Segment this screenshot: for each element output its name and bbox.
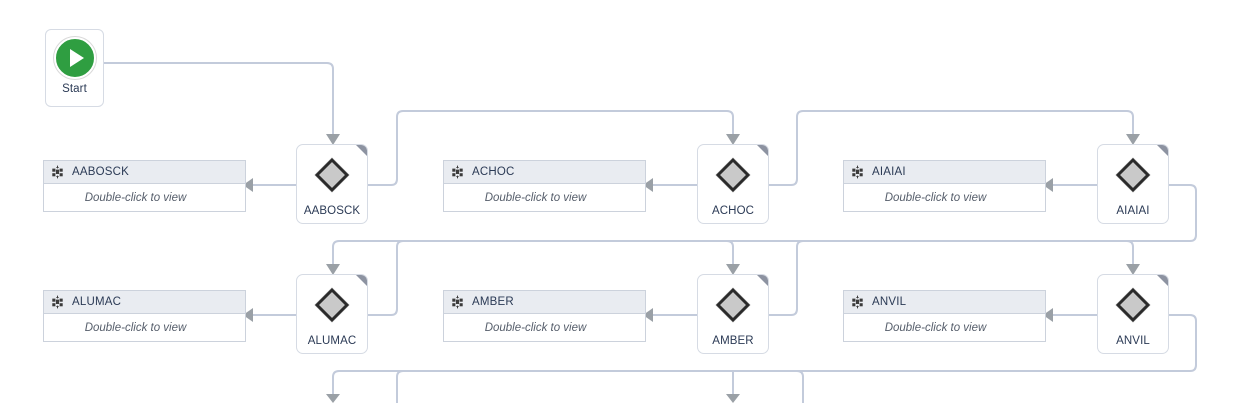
info-card-anvil[interactable]: ANVIL Double-click to view bbox=[843, 290, 1046, 342]
info-card-title: AIAIAI bbox=[872, 166, 906, 178]
node-move-icon bbox=[52, 295, 63, 309]
node-move-icon bbox=[52, 165, 63, 179]
diamond-icon bbox=[1115, 287, 1151, 323]
info-card-body[interactable]: Double-click to view bbox=[44, 314, 245, 341]
info-card-header: ACHOC bbox=[444, 161, 645, 184]
edge-bottom-amber-column bbox=[796, 370, 804, 403]
info-card-aiaiai[interactable]: AIAIAI Double-click to view bbox=[843, 160, 1046, 212]
info-card-placeholder: Double-click to view bbox=[84, 321, 187, 334]
diamond-icon bbox=[715, 157, 751, 193]
decision-node-label: ALUMAC bbox=[307, 335, 357, 347]
info-card-header: AIAIAI bbox=[844, 161, 1045, 184]
info-card-header: AMBER bbox=[444, 291, 645, 314]
decision-node-amber[interactable]: AMBER bbox=[697, 274, 769, 354]
diamond-icon bbox=[715, 287, 751, 323]
corner-marker-icon bbox=[757, 275, 768, 286]
play-triangle bbox=[69, 49, 84, 67]
node-move-icon bbox=[452, 165, 463, 179]
decision-node-alumac[interactable]: ALUMAC bbox=[296, 274, 368, 354]
info-card-title: ACHOC bbox=[472, 166, 515, 178]
info-card-aabosck[interactable]: AABOSCK Double-click to view bbox=[43, 160, 246, 212]
decision-node-aiaiai[interactable]: AIAIAI bbox=[1097, 144, 1169, 224]
info-card-body[interactable]: Double-click to view bbox=[444, 314, 645, 341]
decision-node-achoc[interactable]: ACHOC bbox=[697, 144, 769, 224]
decision-node-anvil[interactable]: ANVIL bbox=[1097, 274, 1169, 354]
info-card-body[interactable]: Double-click to view bbox=[444, 184, 645, 211]
play-icon bbox=[53, 37, 96, 79]
corner-marker-icon bbox=[757, 145, 768, 156]
arrow-bottom-amber bbox=[726, 394, 740, 403]
corner-marker-icon bbox=[1157, 275, 1168, 286]
start-node-label: Start bbox=[62, 83, 87, 95]
info-card-alumac[interactable]: ALUMAC Double-click to view bbox=[43, 290, 246, 342]
info-card-placeholder: Double-click to view bbox=[884, 191, 987, 204]
info-card-achoc[interactable]: ACHOC Double-click to view bbox=[443, 160, 646, 212]
decision-node-label: ANVIL bbox=[1116, 335, 1150, 347]
corner-marker-icon bbox=[1157, 145, 1168, 156]
decision-node-label: AIAIAI bbox=[1116, 205, 1150, 217]
node-move-icon bbox=[852, 165, 863, 179]
decision-node-label: AABOSCK bbox=[303, 205, 361, 217]
corner-marker-icon bbox=[356, 275, 367, 286]
diamond-icon bbox=[314, 157, 350, 193]
info-card-placeholder: Double-click to view bbox=[884, 321, 987, 334]
info-card-title: ALUMAC bbox=[72, 296, 122, 308]
start-node[interactable]: Start bbox=[45, 29, 104, 107]
decision-node-aabosck[interactable]: AABOSCK bbox=[296, 144, 368, 224]
diamond-icon bbox=[314, 287, 350, 323]
info-card-body[interactable]: Double-click to view bbox=[844, 314, 1045, 341]
node-move-icon bbox=[452, 295, 463, 309]
info-card-title: AABOSCK bbox=[72, 166, 130, 178]
info-card-title: ANVIL bbox=[872, 296, 907, 308]
info-card-header: ANVIL bbox=[844, 291, 1045, 314]
info-card-amber[interactable]: AMBER Double-click to view bbox=[443, 290, 646, 342]
arrow-into-next-row bbox=[326, 394, 340, 403]
info-card-title: AMBER bbox=[472, 296, 514, 308]
corner-marker-icon bbox=[356, 145, 367, 156]
info-card-placeholder: Double-click to view bbox=[484, 191, 587, 204]
diamond-icon bbox=[1115, 157, 1151, 193]
info-card-placeholder: Double-click to view bbox=[84, 191, 187, 204]
node-move-icon bbox=[852, 295, 863, 309]
info-card-body[interactable]: Double-click to view bbox=[44, 184, 245, 211]
decision-node-label: AMBER bbox=[712, 335, 754, 347]
info-card-placeholder: Double-click to view bbox=[484, 321, 587, 334]
edge-start-to-aabosck bbox=[104, 62, 334, 134]
info-card-header: ALUMAC bbox=[44, 291, 245, 314]
info-card-body[interactable]: Double-click to view bbox=[844, 184, 1045, 211]
edge-bottom-achoc-column bbox=[396, 370, 404, 403]
decision-node-label: ACHOC bbox=[711, 205, 755, 217]
info-card-header: AABOSCK bbox=[44, 161, 245, 184]
